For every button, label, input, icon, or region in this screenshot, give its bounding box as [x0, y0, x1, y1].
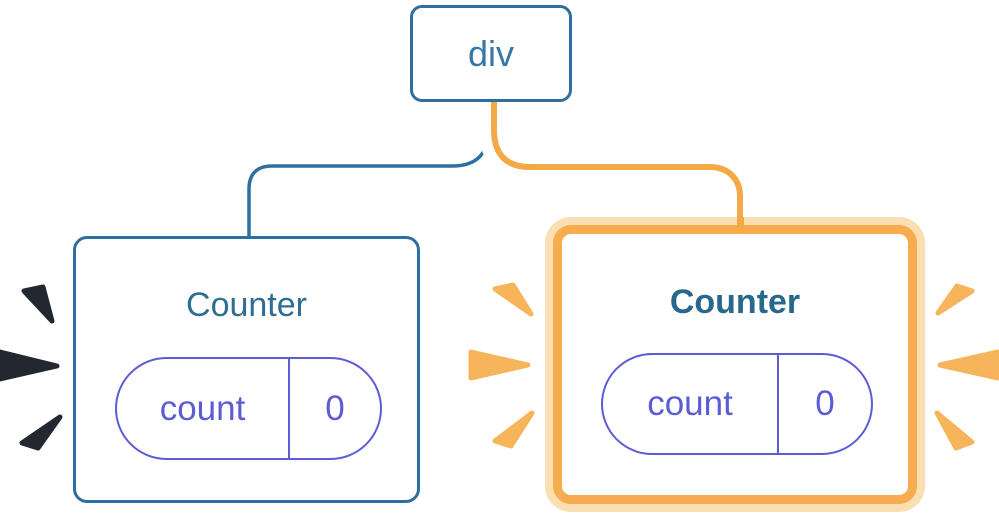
- spark-icon: [934, 410, 975, 451]
- spark-icon: [468, 349, 531, 381]
- spark-icon: [492, 282, 534, 317]
- state-key-right: count: [647, 384, 733, 423]
- root-div-node: div: [410, 5, 572, 102]
- spark-icon: [937, 349, 999, 381]
- connector-orange-stub: [737, 217, 744, 233]
- left-counter-sparks: [0, 284, 63, 451]
- state-pill-left: count 0: [115, 357, 382, 460]
- state-value-left: 0: [288, 359, 380, 458]
- connector-root-to-left: [247, 101, 491, 238]
- connector-halo: [479, 101, 755, 219]
- connector-root-to-right: [491, 101, 743, 232]
- state-value-right: 0: [777, 355, 871, 453]
- state-pill-right: count 0: [601, 353, 873, 455]
- spark-icon: [21, 284, 55, 324]
- spark-icon: [0, 349, 60, 382]
- spark-icon: [19, 414, 63, 451]
- right-counter-sparks-left: [468, 282, 535, 449]
- counter-title-right: Counter: [669, 283, 801, 321]
- right-counter-sparks-right: [934, 283, 999, 451]
- spark-icon: [935, 283, 975, 316]
- state-key-left: count: [159, 388, 246, 428]
- root-node-label: div: [467, 32, 515, 74]
- counter-title-left: Counter: [186, 286, 307, 324]
- spark-icon: [492, 410, 535, 449]
